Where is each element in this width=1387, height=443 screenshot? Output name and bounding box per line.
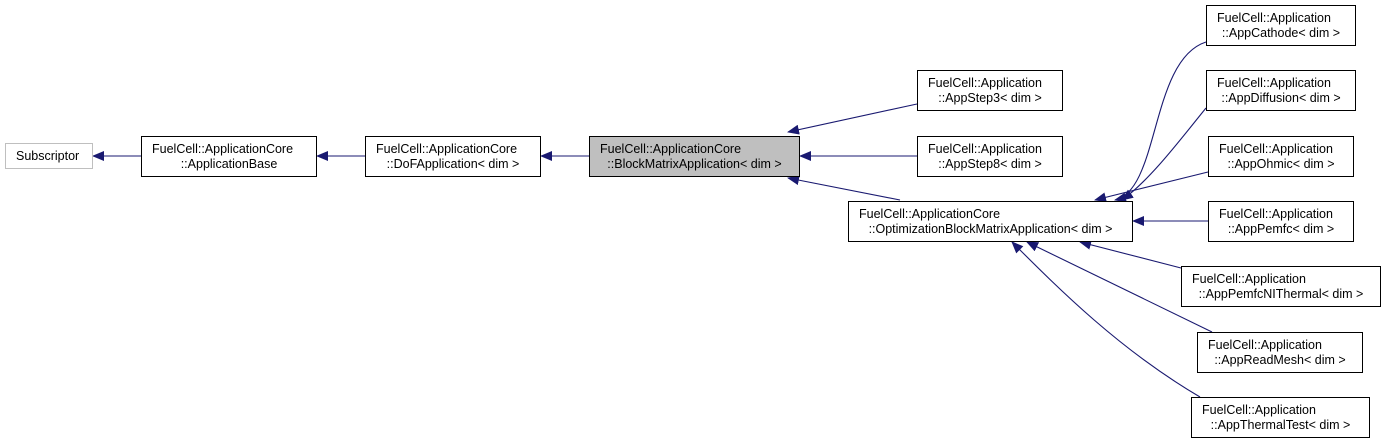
node-app-step3[interactable]: FuelCell::Application ::AppStep3< dim > [917,70,1063,111]
node-app-ohmic[interactable]: FuelCell::Application ::AppOhmic< dim > [1208,136,1354,177]
node-label-line2: ::BlockMatrixApplication< dim > [607,156,782,171]
node-label-line1: FuelCell::Application [1219,206,1333,221]
node-label-line1: FuelCell::Application [1192,271,1306,286]
node-app-step8[interactable]: FuelCell::Application ::AppStep8< dim > [917,136,1063,177]
node-label-line1: FuelCell::Application [1217,75,1331,90]
node-dof-application[interactable]: FuelCell::ApplicationCore ::DoFApplicati… [365,136,541,177]
node-label-line2: ::OptimizationBlockMatrixApplication< di… [868,221,1113,236]
node-label-line2: ::AppStep8< dim > [938,156,1042,171]
node-app-thermal-test[interactable]: FuelCell::Application ::AppThermalTest< … [1191,397,1370,438]
node-label-line1: FuelCell::Application [1217,10,1331,25]
edge-app-diffusion-to-optimization-block-matrix-application [1121,107,1207,201]
node-label-line2: ::AppStep3< dim > [938,90,1042,105]
node-label-line1: FuelCell::ApplicationCore [376,141,518,156]
node-app-cathode[interactable]: FuelCell::Application ::AppCathode< dim … [1206,5,1356,46]
node-app-pemfc[interactable]: FuelCell::Application ::AppPemfc< dim > [1208,201,1354,242]
node-app-diffusion[interactable]: FuelCell::Application ::AppDiffusion< di… [1206,70,1356,111]
node-label-line2: ::AppCathode< dim > [1221,25,1341,40]
node-label-line2: ::AppReadMesh< dim > [1214,352,1346,367]
node-block-matrix-application: FuelCell::ApplicationCore ::BlockMatrixA… [589,136,800,177]
node-label-line2: ::AppPemfcNIThermal< dim > [1198,286,1364,301]
node-label-line1: FuelCell::ApplicationCore [859,206,1001,221]
edge-app-step3-to-block-matrix-application [787,103,918,135]
node-label-line2: ::AppOhmic< dim > [1227,156,1335,171]
node-application-base[interactable]: FuelCell::ApplicationCore ::ApplicationB… [141,136,317,177]
edge-optimization-block-matrix-application-to-block-matrix-application [787,175,901,201]
node-label-line1: FuelCell::Application [928,141,1042,156]
edge-app-read-mesh-to-optimization-block-matrix-application [1026,241,1213,333]
node-label-line1: FuelCell::Application [1208,337,1322,352]
node-app-pemfc-ni-thermal[interactable]: FuelCell::Application ::AppPemfcNITherma… [1181,266,1381,307]
node-app-read-mesh[interactable]: FuelCell::Application ::AppReadMesh< dim… [1197,332,1363,373]
node-label-line2: ::AppDiffusion< dim > [1221,90,1341,105]
node-label-line2: ::AppThermalTest< dim > [1210,417,1351,432]
node-label-line1: FuelCell::ApplicationCore [600,141,742,156]
edge-app-ohmic-to-optimization-block-matrix-application [1094,171,1209,203]
node-label-line2: ::AppPemfc< dim > [1227,221,1335,236]
node-label-line1: Subscriptor [16,148,80,163]
node-label-line2: ::DoFApplication< dim > [386,156,520,171]
node-subscriptor: Subscriptor [5,143,93,169]
node-label-line1: FuelCell::Application [1202,402,1316,417]
edge-app-pemfc-ni-thermal-to-optimization-block-matrix-application [1079,239,1182,269]
node-label-line1: FuelCell::ApplicationCore [152,141,294,156]
node-optimization-block-matrix-application[interactable]: FuelCell::ApplicationCore ::Optimization… [848,201,1133,242]
edge-app-thermal-test-to-optimization-block-matrix-application [1011,241,1201,398]
node-label-line1: FuelCell::Application [1219,141,1333,156]
node-label-line2: ::ApplicationBase [180,156,278,171]
node-label-line1: FuelCell::Application [928,75,1042,90]
